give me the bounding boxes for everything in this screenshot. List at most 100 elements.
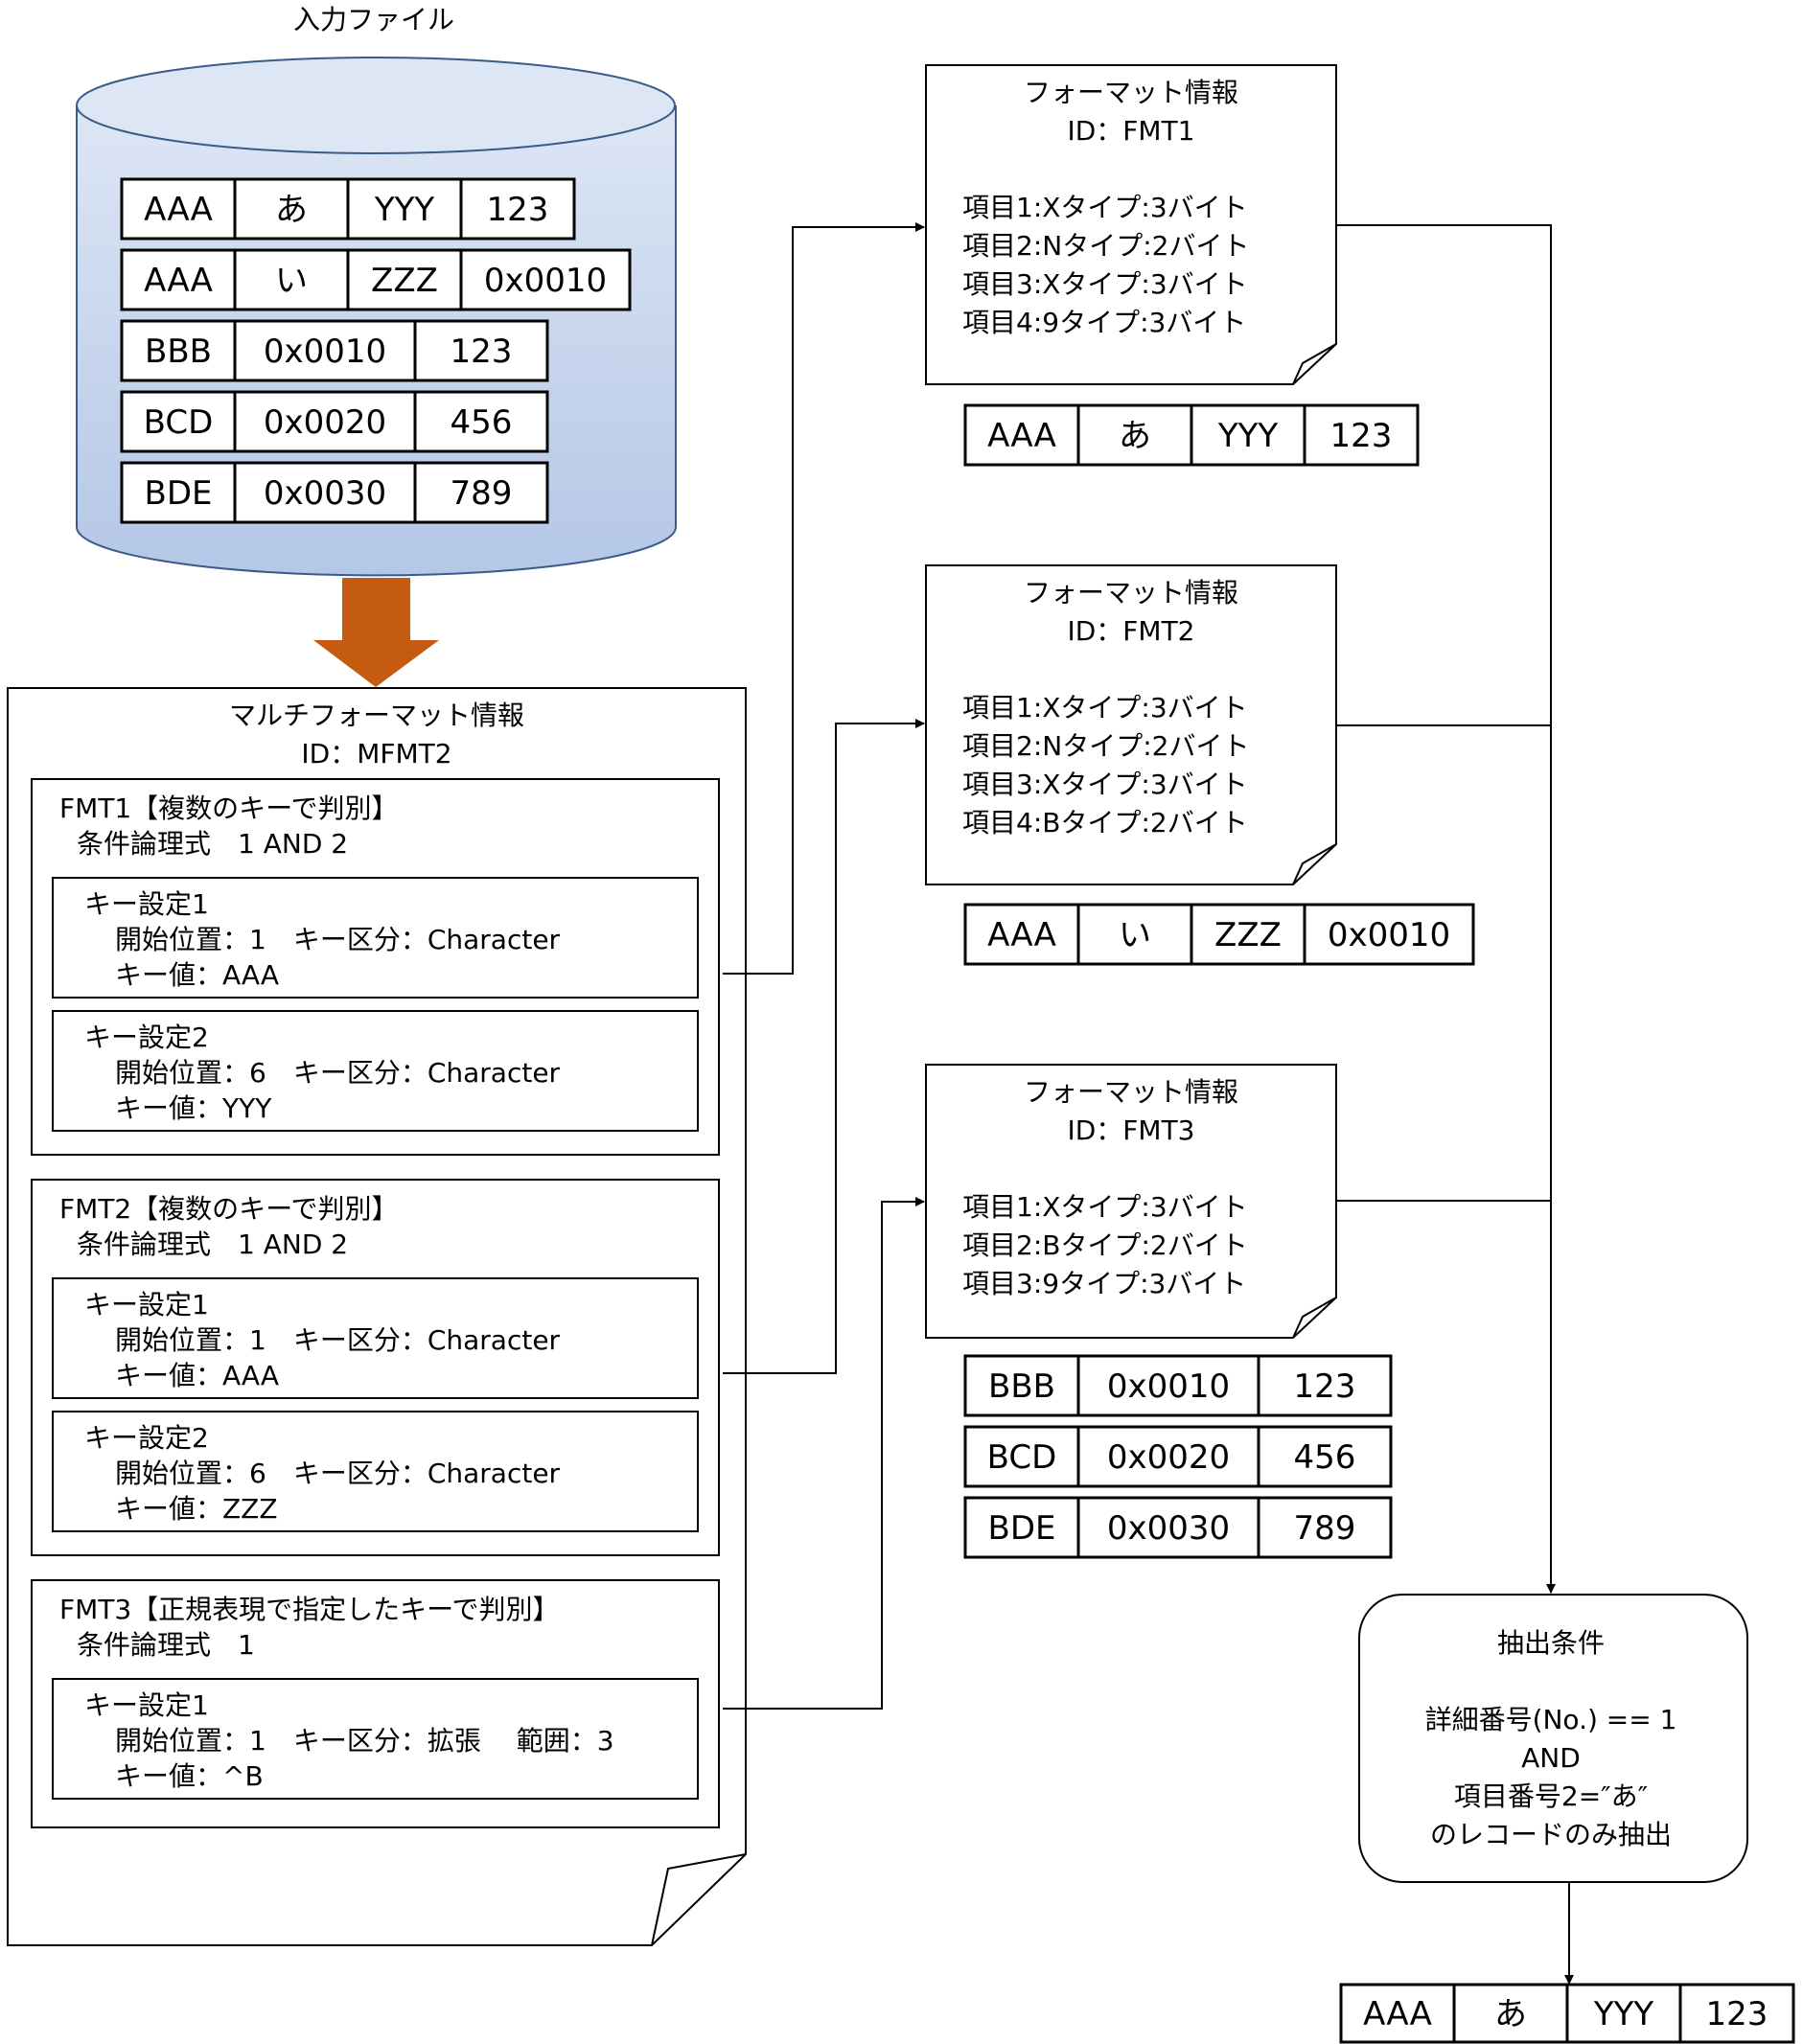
- record-cell-value: 789: [1294, 1509, 1356, 1548]
- record-cell: [459, 248, 632, 311]
- record-cell: [413, 461, 549, 524]
- record-cell: [1257, 1496, 1393, 1559]
- record-cell-value: YYY: [374, 191, 435, 229]
- key-setting-box: [52, 1678, 699, 1800]
- connector-fmt1: [723, 222, 925, 975]
- extraction-line: 項目番号2=″あ″: [1454, 1780, 1648, 1812]
- format-documents: フォーマット情報ID：FMT1項目1:Xタイプ:3バイト項目2:Nタイプ:2バイ…: [925, 64, 1475, 1559]
- format-document-title: フォーマット情報: [1024, 1076, 1238, 1108]
- key-setting-title: キー設定1: [84, 888, 209, 920]
- format-document-outline: [925, 564, 1337, 885]
- key-setting-position: 開始位置：6 キー区分：Character: [115, 1458, 561, 1489]
- key-setting-value: キー値：AAA: [115, 1360, 279, 1391]
- record-cell-value: BBB: [145, 333, 212, 371]
- format-item: 項目1:Xタイプ:3バイト: [962, 692, 1248, 723]
- record-cell-value: AAA: [144, 191, 213, 229]
- record-cell-value: 123: [1330, 417, 1393, 455]
- format-item: 項目2:Nタイプ:2バイト: [962, 730, 1249, 762]
- record-cell-value: 123: [1294, 1367, 1356, 1406]
- extraction-line: のレコードのみ抽出: [1430, 1819, 1672, 1850]
- format-document-fold: [1292, 343, 1337, 385]
- record-cell: [120, 248, 237, 311]
- format-item: 項目2:Nタイプ:2バイト: [962, 230, 1249, 262]
- format-document-title: フォーマット情報: [1024, 577, 1238, 609]
- record-cell-value: AAA: [144, 262, 213, 300]
- record-cell-value: AAA: [987, 916, 1056, 954]
- key-setting-value: キー値：AAA: [115, 959, 279, 991]
- record-cell: [963, 1496, 1080, 1559]
- format-item: 項目4:9タイプ:3バイト: [962, 307, 1246, 338]
- record-cell-value: あ: [275, 191, 308, 229]
- record-cell-value: AAA: [987, 417, 1056, 455]
- record-cell-value: 0x0020: [1107, 1438, 1230, 1477]
- record-cell: [1678, 1983, 1795, 2044]
- record-cell-value: BCD: [144, 403, 214, 442]
- record-cell-value: あ: [1494, 1995, 1527, 2033]
- key-setting-position: 開始位置：1 キー区分：Character: [115, 924, 561, 955]
- format-document-fold: [1292, 1297, 1337, 1339]
- key-setting-value: キー値：ZZZ: [115, 1493, 278, 1525]
- key-setting-position: 開始位置：1 キー区分：Character: [115, 1324, 561, 1356]
- record-cell: [1076, 903, 1193, 966]
- record-cell: [346, 177, 463, 241]
- record-cell-value: 0x0010: [1107, 1367, 1230, 1406]
- format-document-outline: [925, 64, 1337, 385]
- key-setting-title: キー設定2: [84, 1422, 209, 1454]
- record-cell: [1565, 1983, 1682, 2044]
- record-cell: [413, 390, 549, 453]
- record-cell-value: 123: [487, 191, 549, 229]
- key-setting-title: キー設定1: [84, 1289, 209, 1321]
- format-item: 項目4:Bタイプ:2バイト: [962, 807, 1248, 838]
- format-group-condition: 条件論理式 1: [77, 1629, 255, 1661]
- record-cell-value: 0x0010: [484, 262, 607, 300]
- record-row: AAA あ YYY 123: [120, 177, 576, 241]
- record-cell: [120, 319, 237, 382]
- record-cell: [1339, 1983, 1456, 2044]
- format-item: 項目2:Bタイプ:2バイト: [962, 1229, 1248, 1261]
- format-item: 項目1:Xタイプ:3バイト: [962, 1191, 1248, 1223]
- record-cell-value: 123: [1706, 1995, 1768, 2033]
- record-cell: [233, 390, 417, 453]
- connector-fmt3: [723, 1197, 925, 1710]
- extraction-title: 抽出条件: [1497, 1627, 1605, 1659]
- record-cell-value: 0x0010: [264, 333, 386, 371]
- format-document: フォーマット情報 ID：FMT3 項目1:Xタイプ:3バイト項目2:Bタイプ:2バイ…: [925, 1064, 1393, 1559]
- record-cell: [1257, 1354, 1393, 1417]
- record-cell-value: い: [275, 262, 308, 300]
- record-cell-value: YYY: [1593, 1995, 1654, 2033]
- record-cell: [120, 177, 237, 241]
- key-setting: キー設定2 開始位置：6 キー区分：Character キー値：ZZZ: [52, 1411, 699, 1532]
- record-cell: [1257, 1425, 1393, 1488]
- record-cell: [233, 319, 417, 382]
- record-cell-value: BDE: [145, 474, 213, 513]
- orange-down-arrow: [313, 578, 439, 687]
- record-cell-value: 0x0020: [264, 403, 386, 442]
- extraction-line: AND: [1521, 1742, 1581, 1774]
- connector-fmt1-out: [1337, 224, 1556, 1594]
- format-document: フォーマット情報ID：FMT1項目1:Xタイプ:3バイト項目2:Nタイプ:2バイ…: [925, 64, 1420, 467]
- record-cell-value: あ: [1119, 417, 1151, 455]
- record-cell-value: 456: [451, 403, 513, 442]
- record-cell: [1303, 403, 1420, 467]
- record-cell-value: ZZZ: [1214, 916, 1282, 954]
- format-document-outline: [925, 1064, 1337, 1339]
- key-setting-value: キー値：YYY: [115, 1092, 272, 1124]
- record-cell-value: 0x0030: [1107, 1509, 1230, 1548]
- format-document-id: ID：FMT3: [1067, 1114, 1194, 1146]
